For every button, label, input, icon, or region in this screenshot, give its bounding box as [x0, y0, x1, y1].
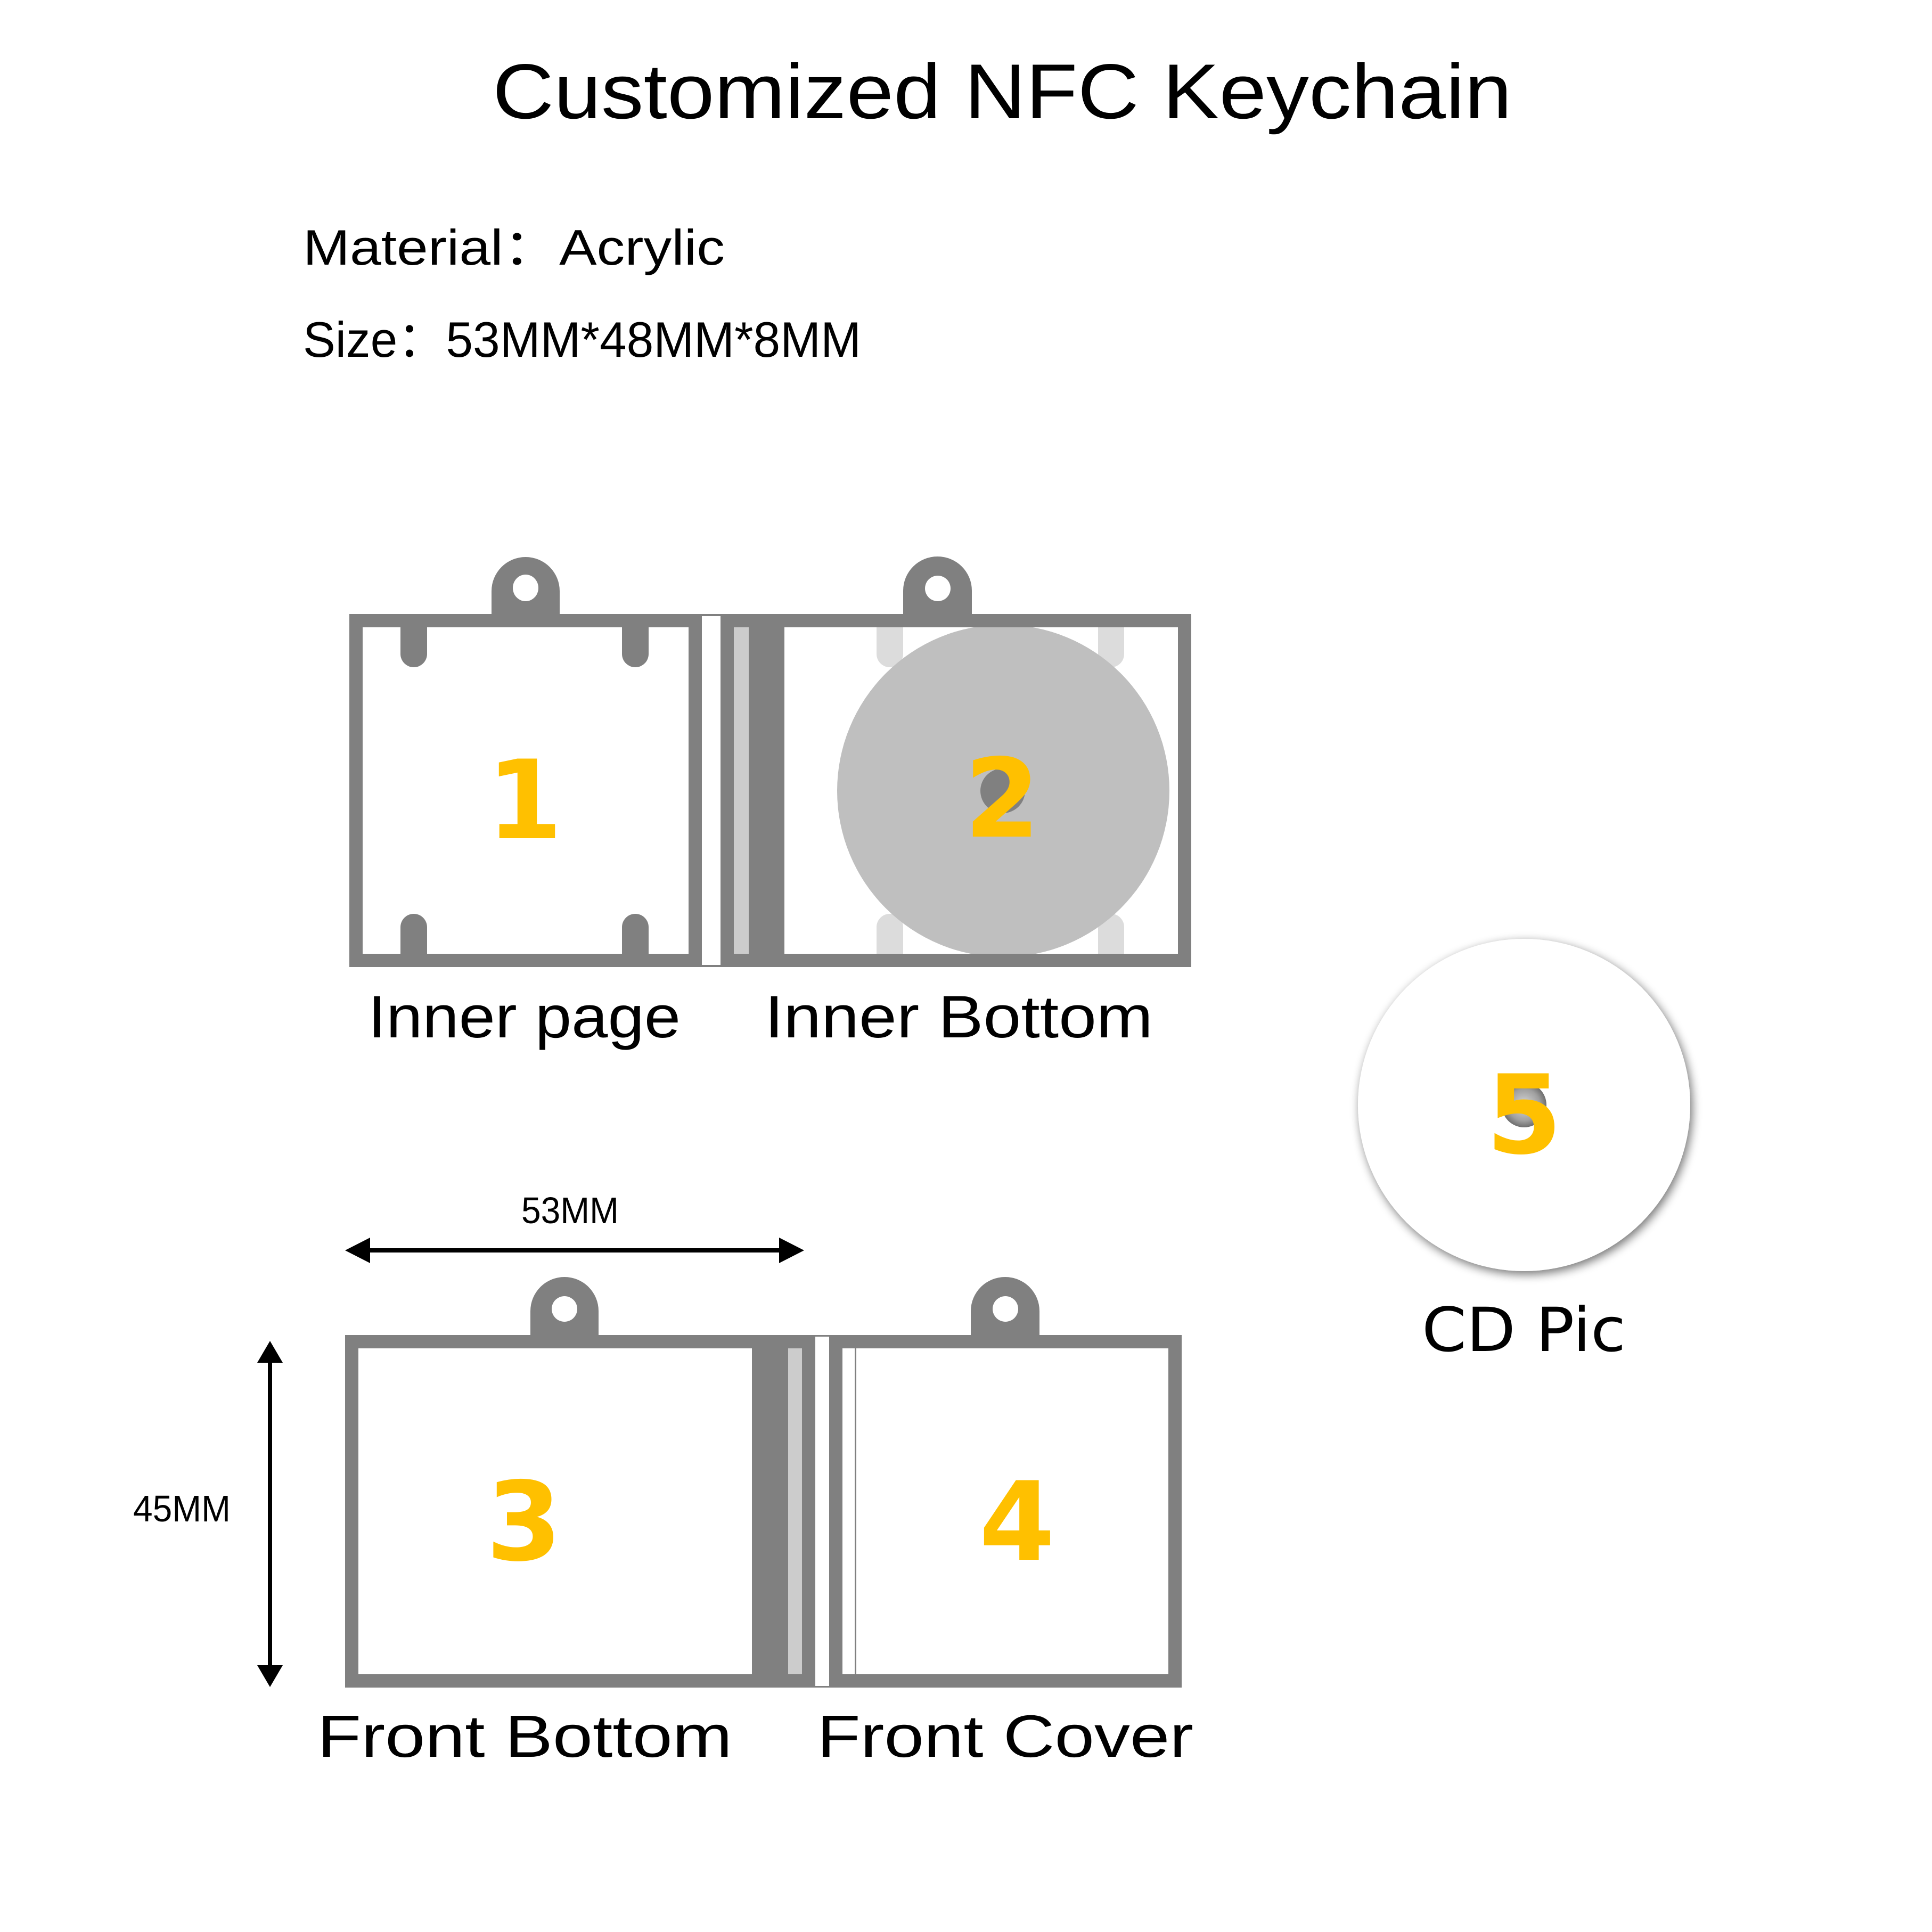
height-arrow-line — [268, 1361, 272, 1667]
page-title: Customized NFC Keychain — [493, 48, 1512, 135]
corner-notches-box2 — [877, 627, 1124, 954]
hanging-tab-2 — [903, 556, 972, 618]
cd-picture: 5 — [1358, 939, 1690, 1271]
part-label-inner-page: Inner page — [368, 984, 681, 1050]
keyring-hole-icon — [552, 1296, 577, 1322]
part-number-1: 1 — [487, 738, 563, 864]
keyring-hole-icon — [513, 575, 538, 601]
hanging-tab-1 — [492, 557, 560, 618]
arrow-right-icon — [779, 1238, 804, 1263]
front-bottom-panel — [358, 1348, 752, 1674]
spine-slot — [815, 1337, 829, 1686]
inner-page-panel — [363, 627, 689, 954]
part-number-3: 3 — [486, 1459, 562, 1586]
cd-center-hole — [980, 768, 1025, 813]
part-label-cd-pic: CD Pic — [1422, 1295, 1626, 1365]
part-label-front-bottom: Front Bottom — [317, 1703, 732, 1770]
material-spec: Material：Acrylic — [303, 219, 725, 275]
hanging-tab-4 — [971, 1277, 1039, 1339]
arrow-down-icon — [257, 1665, 283, 1687]
keyring-hole-icon — [993, 1296, 1018, 1322]
cd-pic-center-hole — [1502, 1083, 1546, 1127]
arrow-up-icon — [257, 1341, 283, 1363]
front-frame: 3 4 — [345, 1277, 1182, 1688]
part-number-2: 2 — [964, 736, 1041, 863]
hanging-tab-3 — [530, 1277, 599, 1339]
width-arrow-line — [367, 1248, 783, 1252]
spine-slot — [702, 616, 721, 965]
cover-edge-line — [855, 1348, 856, 1674]
width-dimension: 53MM — [345, 1190, 804, 1263]
keyring-hole-icon — [925, 576, 951, 601]
height-dimension-label: 45MM — [133, 1488, 231, 1529]
front-cover-panel — [842, 1348, 1168, 1674]
size-spec: Size：53MM*48MM*8MM — [303, 312, 861, 367]
part-label-inner-bottom: Inner Bottom — [765, 984, 1153, 1050]
part-number-5: 5 — [1486, 1052, 1562, 1179]
corner-notches-box1 — [400, 627, 649, 954]
inner-frame: 1 2 — [349, 556, 1191, 967]
part-number-4: 4 — [979, 1459, 1055, 1586]
arrow-left-icon — [345, 1238, 370, 1263]
part-label-front-cover: Front Cover — [817, 1703, 1193, 1770]
spine-light-strip — [734, 627, 749, 954]
spine-light-strip — [788, 1348, 802, 1674]
height-dimension: 45MM — [133, 1341, 283, 1687]
width-dimension-label: 53MM — [521, 1190, 619, 1231]
